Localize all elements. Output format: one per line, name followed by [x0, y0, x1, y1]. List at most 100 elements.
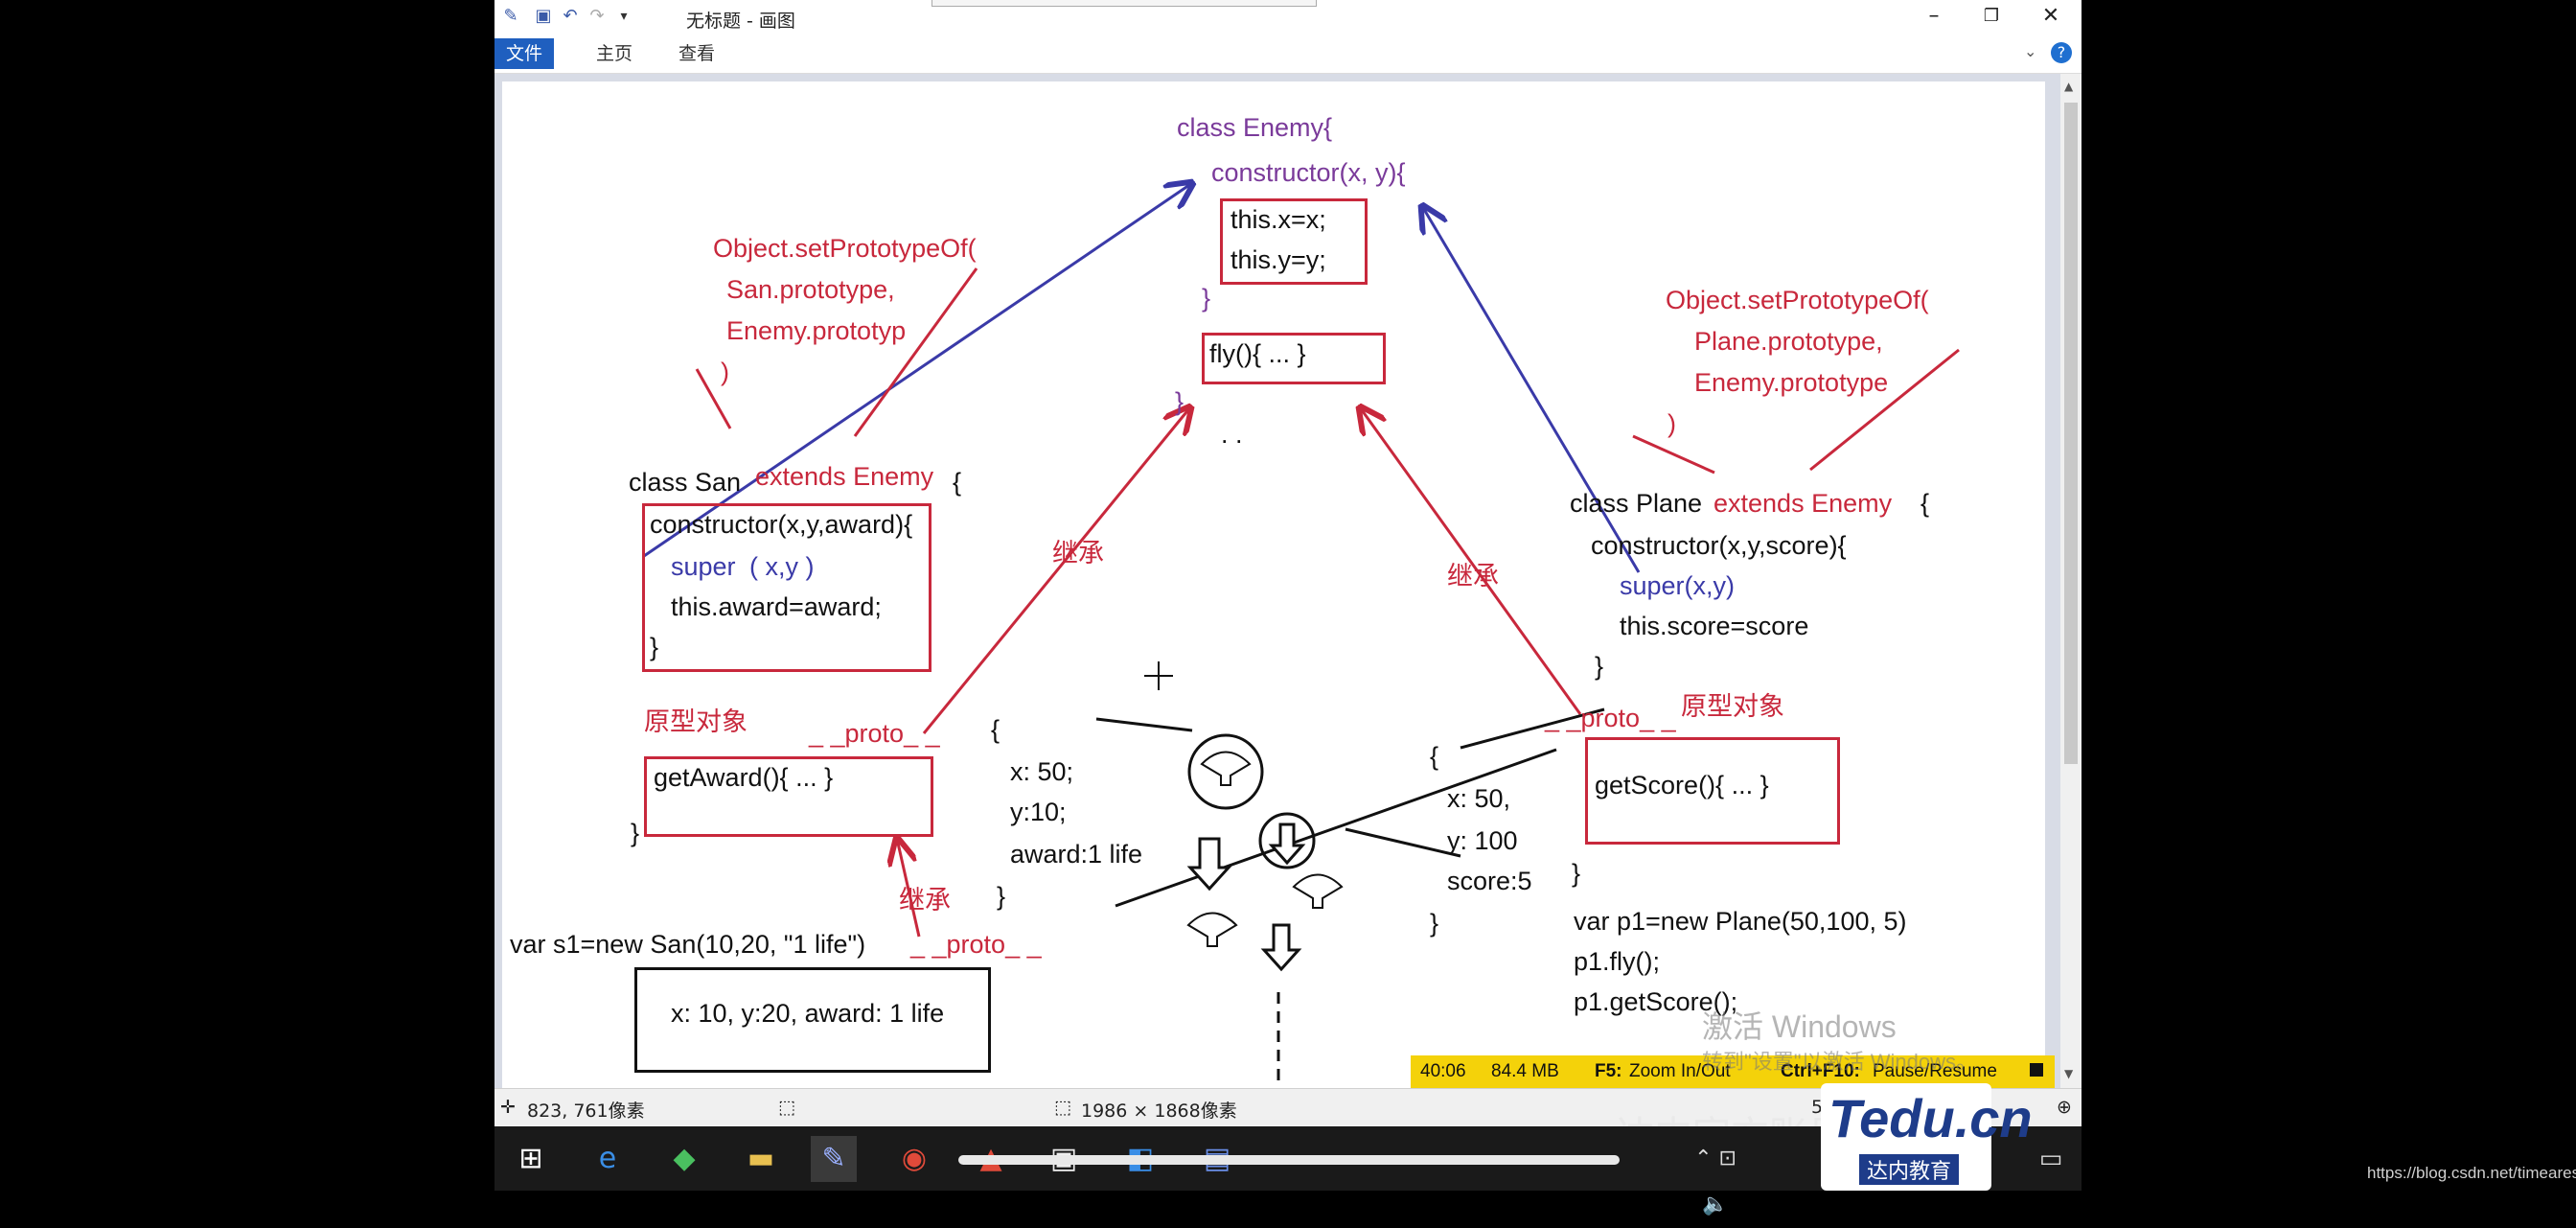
san-close2: }	[631, 819, 640, 847]
plane-score: this.score=score	[1620, 612, 1809, 640]
ribbon-tabs: 文件 主页 查看 ⌄ ?	[494, 35, 2082, 74]
obj-right-x: x: 50,	[1447, 784, 1511, 813]
record-memory: 84.4 MB	[1491, 1061, 1559, 1081]
plane-constructor: constructor(x,y,score){	[1591, 531, 1847, 560]
drawing-canvas[interactable]: class Enemy{ constructor(x, y){ this.x=x…	[502, 81, 2045, 1088]
window-title: 无标题 - 画图	[686, 11, 795, 32]
tab-home[interactable]: 主页	[596, 43, 633, 64]
enemy-close2: }	[1175, 387, 1184, 416]
s1-instance-box	[634, 967, 991, 1073]
redo-icon[interactable]: ↷	[589, 6, 605, 26]
obj-right-open: {	[1430, 742, 1439, 771]
plane-fly-call: p1.fly();	[1574, 947, 1661, 976]
close-button[interactable]: ✕	[2041, 4, 2060, 28]
left-setproto-3: Enemy.prototyp	[726, 316, 907, 345]
san-proto2: _ _proto_ _	[910, 930, 1042, 959]
save-icon[interactable]: ▣	[535, 6, 552, 26]
left-setproto-1: Object.setPrototypeOf(	[713, 234, 977, 263]
edge-browser-icon[interactable]: e	[598, 1142, 617, 1175]
inherit-right-label: 继承	[1447, 562, 1499, 591]
san-proto-label: 原型对象	[644, 707, 748, 736]
inherit-arrow-right	[1360, 407, 1582, 715]
obj-right-score: score:5	[1447, 867, 1532, 895]
plane-new-p1: var p1=new Plane(50,100, 5)	[1574, 907, 1907, 936]
right-setproto-1: Object.setPrototypeOf(	[1666, 286, 1929, 314]
left-setproto-4: )	[721, 358, 729, 386]
f5-key: F5:	[1595, 1061, 1622, 1081]
video-progress-bar[interactable]	[958, 1155, 1620, 1165]
help-icon[interactable]: ?	[2051, 42, 2072, 63]
canvas-area: class Enemy{ constructor(x, y){ this.x=x…	[494, 74, 2066, 1088]
title-search-box[interactable]	[932, 0, 1317, 7]
san-new-s1: var s1=new San(10,20, "1 life")	[510, 930, 866, 959]
ribbon-collapse-icon[interactable]: ⌄	[2024, 42, 2037, 60]
app-green-icon[interactable]: ◆	[673, 1142, 696, 1175]
inherit-arrow-bottom	[897, 839, 921, 938]
plane-class-line: class Plane	[1570, 489, 1703, 518]
record-time: 40:06	[1420, 1061, 1466, 1081]
image-size: 1986 × 1868像素	[1081, 1101, 1237, 1122]
enemy-constructor-body-box	[1220, 198, 1368, 285]
paint-window: ✎ ▣ ↶ ↷ ▾ 无标题 - 画图 – ❐ ✕ 文件 主页 查看 ⌄ ?	[494, 0, 2082, 1126]
paint-app-icon[interactable]: ✎	[503, 6, 518, 26]
san-inherit: 继承	[899, 886, 951, 915]
san-constructor: constructor(x,y,award){	[650, 510, 913, 539]
obj-right-y: y: 100	[1447, 826, 1518, 855]
file-explorer-icon[interactable]: ▬	[747, 1142, 775, 1175]
obj-left-award: award:1 life	[1010, 840, 1143, 869]
enemy-this-x: this.x=x;	[1230, 205, 1326, 234]
logo-subtext: 达内教育	[1859, 1154, 1960, 1185]
inherit-arrow-left	[922, 407, 1190, 734]
credit-url: https://blog.csdn.net/timeares	[2367, 1164, 2576, 1182]
restore-button[interactable]: ❐	[1983, 6, 2000, 26]
obj-right-close: }	[1430, 909, 1439, 938]
enemy-fly: fly(){ ... }	[1209, 339, 1306, 368]
san-brace: {	[953, 468, 962, 497]
plane-get-call: p1.getScore();	[1574, 987, 1738, 1016]
quick-access-dropdown-icon[interactable]: ▾	[620, 9, 628, 24]
tab-file[interactable]: 文件	[494, 38, 554, 69]
activate-windows-watermark: 激活 Windows	[1702, 1009, 1897, 1044]
scroll-up-icon[interactable]: ▲	[2064, 80, 2074, 93]
obj-left-open: {	[991, 715, 1000, 744]
vertical-scrollbar[interactable]: ▲ ▼	[2060, 74, 2082, 1088]
obj-left-x: x: 50;	[1010, 757, 1074, 786]
notification-icon[interactable]: ▭	[2038, 1145, 2063, 1173]
stop-record-icon[interactable]	[2030, 1063, 2043, 1077]
plane-close2: }	[1572, 859, 1581, 888]
plane-super: super(x,y)	[1620, 571, 1736, 600]
plane-extends: extends Enemy	[1714, 489, 1893, 518]
inherit-left-label: 继承	[1052, 539, 1104, 568]
minimize-button[interactable]: –	[1928, 4, 1940, 28]
enemy-constructor: constructor(x, y){	[1211, 158, 1406, 187]
plane-proto-label: 原型对象	[1681, 692, 1784, 721]
f5-label: Zoom In/Out	[1629, 1061, 1731, 1081]
super-arrow-right	[1422, 206, 1641, 573]
start-windows-icon[interactable]: ⊞	[518, 1142, 543, 1175]
undo-icon[interactable]: ↶	[563, 6, 578, 26]
cursor-position-icon: ✛	[500, 1097, 516, 1118]
chrome-icon[interactable]: ◉	[901, 1142, 928, 1175]
left-setproto-2: San.prototype,	[726, 275, 895, 304]
san-proto-box	[644, 756, 933, 837]
s1-instance: x: 10, y:20, award: 1 life	[671, 999, 945, 1028]
ctrl-f10-key: Ctrl+F10:	[1781, 1061, 1860, 1081]
scroll-down-icon[interactable]: ▼	[2064, 1067, 2074, 1080]
tab-view[interactable]: 查看	[678, 43, 716, 64]
enemy-dots: . .	[1221, 420, 1243, 449]
san-close: }	[650, 633, 659, 661]
super-arrow-left	[643, 183, 1192, 558]
san-constructor-box	[642, 503, 932, 672]
plane-proto: _ _proto_ _	[1545, 704, 1676, 732]
scrollbar-thumb[interactable]	[2064, 103, 2078, 764]
zoom-in-icon[interactable]: ⊕	[2057, 1097, 2072, 1118]
plane-close: }	[1595, 652, 1604, 681]
enemy-this-y: this.y=y;	[1230, 245, 1326, 274]
status-bar: ✛ 823, 761像素 ⬚ ⬚ 1986 × 1868像素 50% ⊖ ⊕	[494, 1088, 2082, 1126]
paint-taskbar-icon[interactable]: ✎	[811, 1136, 857, 1182]
tray-icons[interactable]: ⌃ ⊡ 🔈	[1694, 1147, 1736, 1216]
plane-proto-box	[1585, 737, 1840, 845]
san-get-award: getAward(){ ... }	[654, 763, 834, 792]
san-proto: _ _proto_ _	[809, 719, 940, 748]
right-setproto-4: )	[1668, 409, 1676, 438]
